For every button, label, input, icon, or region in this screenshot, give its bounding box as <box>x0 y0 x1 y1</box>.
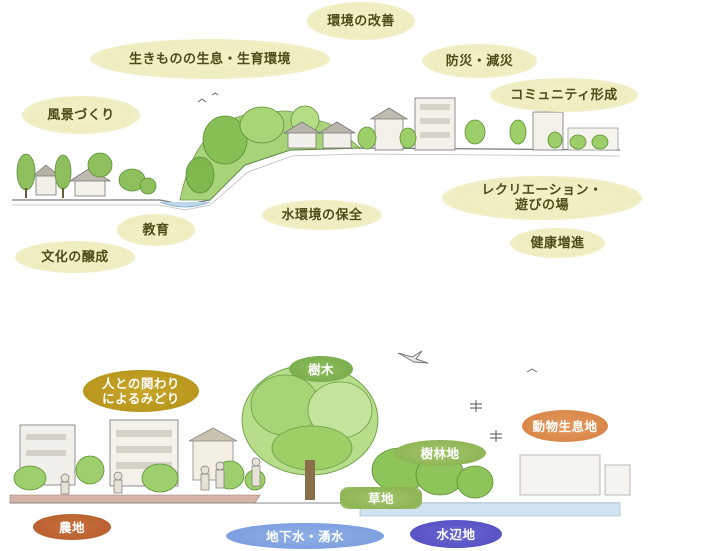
label-recreation: レクリエーション・ 遊びの場 <box>442 176 642 220</box>
label-mizubechi: 水辺地 <box>410 520 502 548</box>
label-seibutsu-seisoku: 生きものの生息・生育環境 <box>90 39 330 79</box>
label-kankyo-kaizen: 環境の改善 <box>307 2 415 40</box>
people <box>60 457 261 495</box>
label-hito-line2: によるみどり <box>102 391 180 406</box>
label-kyoiku: 教育 <box>117 214 195 246</box>
dragonfly-icons <box>470 400 502 442</box>
label-chikasui-yusui: 地下水・湧水 <box>226 523 384 549</box>
farmland-strip <box>9 494 261 504</box>
label-hito-kakawari: 人との関わり によるみどり <box>83 370 199 412</box>
label-jumoku: 樹木 <box>289 356 353 382</box>
label-nouchi: 農地 <box>33 514 111 540</box>
left-houses <box>31 164 112 197</box>
top-landscape-illustration <box>12 92 621 211</box>
label-souchi: 草地 <box>340 487 422 509</box>
birds-top <box>197 92 219 103</box>
label-bousai-gensai: 防災・減災 <box>422 44 537 78</box>
label-hito-line1: 人との関わり <box>102 376 180 391</box>
label-jurinchi: 樹林地 <box>394 440 486 466</box>
label-kenko: 健康増進 <box>510 228 605 258</box>
label-mizu-hozen: 水環境の保全 <box>262 200 382 230</box>
label-dobutsu-seisokuchi: 動物生息地 <box>522 410 608 442</box>
label-recreation-line1: レクリエーション・ <box>481 183 603 198</box>
plateau-trees <box>357 119 609 150</box>
label-bunka: 文化の醸成 <box>15 241 135 273</box>
label-community: コミュニティ形成 <box>490 78 638 112</box>
label-fukei-zukuri: 風景づくり <box>22 96 140 134</box>
label-recreation-line2: 遊びの場 <box>514 198 569 213</box>
birds-bottom <box>397 350 538 373</box>
left-trees <box>16 152 157 198</box>
big-tree <box>241 364 379 500</box>
water-strip <box>359 502 621 517</box>
